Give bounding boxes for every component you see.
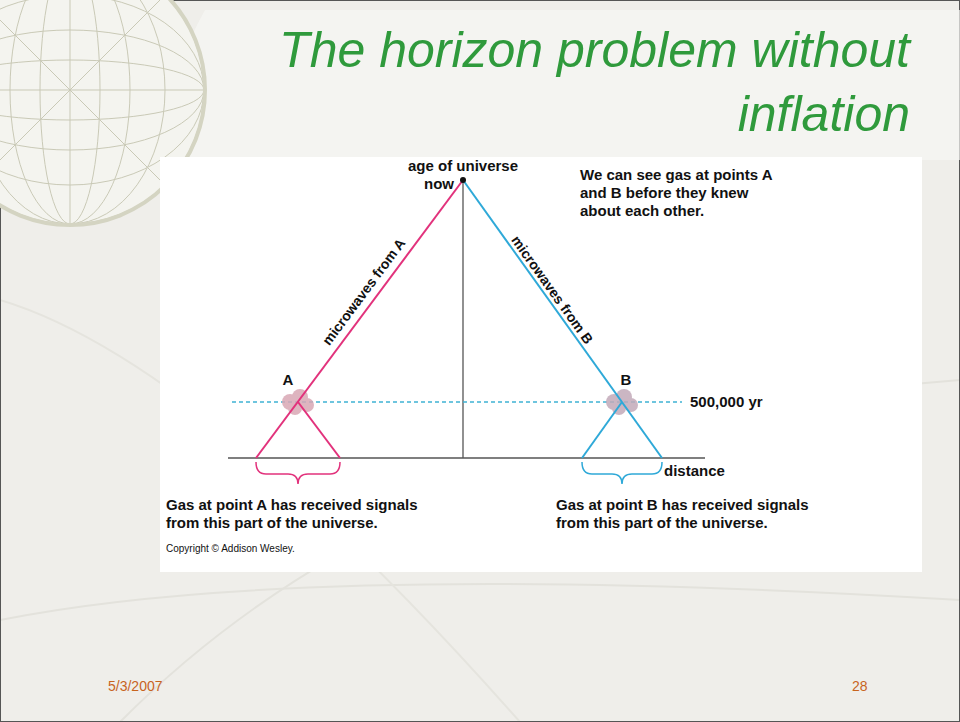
- time-label: 500,000 yr: [690, 393, 763, 411]
- region-note: Gas at point A has received signals from…: [166, 496, 446, 532]
- slide-date: 5/3/2007: [108, 678, 163, 695]
- axis-label: age of universe: [408, 157, 518, 175]
- point-label: A: [283, 371, 294, 389]
- note: We can see gas at points A and B before …: [580, 166, 780, 220]
- axis-label: now: [424, 175, 454, 193]
- slide-title: The horizon problem without inflation: [100, 18, 910, 146]
- copyright-note: Copyright © Addison Wesley.: [166, 542, 295, 555]
- slide-number: 28: [852, 678, 868, 695]
- axis-label: distance: [664, 462, 725, 480]
- point-label: B: [621, 371, 632, 389]
- region-note: Gas at point B has received signals from…: [556, 496, 846, 532]
